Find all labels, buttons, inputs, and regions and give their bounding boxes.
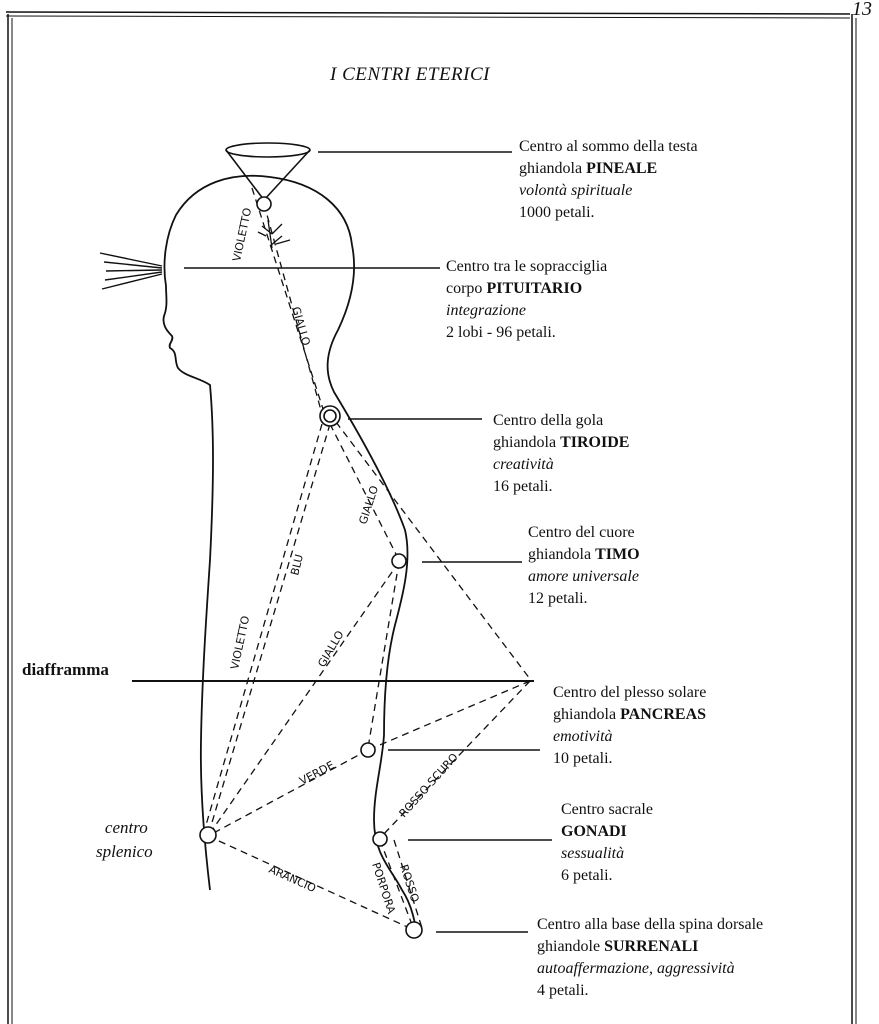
splenic-center-dot (199, 826, 217, 844)
center-quality: creatività (493, 456, 554, 473)
path-label-violetto-top: VIOLETTO (230, 206, 254, 262)
center-quality: amore universale (528, 568, 639, 585)
center-circles (199, 196, 423, 939)
center-quality: sessualità (561, 845, 625, 862)
center-petals: 2 lobi - 96 petali. (446, 324, 556, 341)
center-gland: corpo PITUITARIO (446, 280, 583, 297)
body-silhouette (162, 174, 417, 936)
center-petals: 10 petali. (553, 750, 613, 767)
path-label-blu: BLU (288, 553, 306, 577)
center-quality: integrazione (446, 302, 526, 319)
center-block-timo: Centro del cuore ghiandola TIMO amore un… (528, 522, 640, 610)
center-title: Centro della gola (493, 412, 604, 429)
center-block-tiroide: Centro della gola ghiandola TIROIDE crea… (493, 410, 629, 498)
center-block-pancreas: Centro del plesso solare ghiandola PANCR… (553, 682, 706, 770)
center-title: Centro al sommo della testa (519, 138, 698, 155)
center-title: Centro del cuore (528, 524, 635, 541)
path-label-rosso: ROSSO (397, 863, 421, 904)
energy-paths (203, 187, 531, 931)
center-block-pituitario: Centro tra le sopracciglia corpo PITUITA… (446, 256, 607, 344)
splenic-label-line2: splenico (96, 842, 153, 861)
splenic-label-line1: centro (104, 818, 148, 837)
center-title: Centro del plesso solare (553, 684, 707, 701)
brow-rays-icon (99, 252, 163, 290)
throat-center-ring-inner (323, 409, 337, 423)
center-title: Centro sacrale (561, 801, 653, 818)
splenic-center-label: centro splenico (96, 816, 153, 864)
leader-lines (184, 151, 552, 933)
center-block-pineale: Centro al sommo della testa ghiandola PI… (519, 136, 698, 224)
crown-center-dot (256, 196, 272, 212)
path-label-violetto-low: VIOLETTO (228, 614, 252, 670)
center-title: Centro tra le sopracciglia (446, 258, 608, 275)
center-gland: ghiandola PANCREAS (553, 706, 707, 723)
center-petals: 12 petali. (528, 590, 588, 607)
crown-cone (225, 142, 311, 201)
center-block-surrenali: Centro alla base della spina dorsale ghi… (537, 914, 763, 1002)
pituitary-glyph (257, 219, 291, 249)
path-label-giallo-throat: GIALLO (356, 484, 381, 526)
heart-center-dot (391, 553, 407, 569)
path-label-rosso-scuro: ROSSO SCURO (397, 751, 461, 820)
center-gland: ghiandola TIROIDE (493, 434, 630, 451)
center-petals: 4 petali. (537, 982, 589, 999)
center-gland: ghiandola PINEALE (519, 160, 658, 177)
base-center-dot (405, 921, 423, 939)
center-petals: 16 petali. (493, 478, 553, 495)
page-frame (5, 11, 857, 1024)
page-title: I CENTRI ETERICI (330, 64, 490, 85)
page-number: 13 (852, 0, 872, 20)
center-title: Centro alla base della spina dorsale (537, 916, 764, 933)
path-label-verde: VERDE (297, 759, 336, 788)
center-gland: ghiandole SURRENALI (537, 938, 699, 955)
center-petals: 6 petali. (561, 867, 613, 884)
path-label-giallo-top: GIALLO (289, 305, 313, 347)
center-petals: 1000 petali. (519, 204, 595, 221)
center-quality: volontà spirituale (519, 182, 633, 199)
sacral-center-dot (372, 831, 388, 847)
center-quality: autoaffermazione, aggressività (537, 960, 735, 977)
center-block-gonadi: Centro sacrale GONADI sessualità 6 petal… (561, 799, 653, 887)
center-gland: GONADI (561, 823, 627, 840)
center-gland: ghiandola TIMO (528, 546, 640, 563)
path-label-arancio: ARANCIO (267, 863, 318, 895)
solar-plexus-center-dot (360, 742, 376, 758)
path-label-porpora: PORPORA (369, 861, 398, 916)
path-label-giallo-low: GIALLO (315, 628, 346, 669)
center-quality: emotività (553, 728, 613, 745)
diaphragm-label: diafframma (22, 660, 109, 679)
